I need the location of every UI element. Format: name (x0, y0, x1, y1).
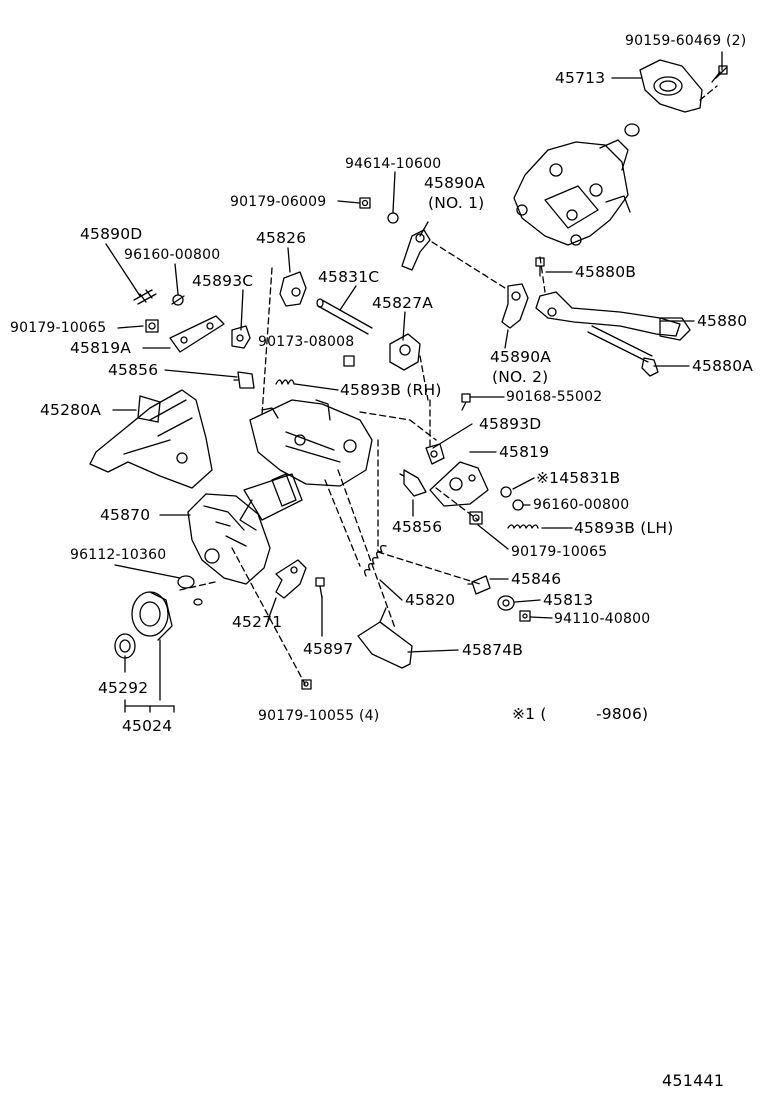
part-45820-spring (364, 544, 387, 577)
part-45880a-lever-rod (587, 325, 659, 377)
part-45826-stopper (279, 271, 307, 307)
label-45713: 45713 (555, 69, 606, 87)
part-94614-nut (387, 212, 399, 224)
label-96112-10360: 96112-10360 (70, 547, 167, 563)
label-45890a-no2-sub: (NO. 2) (492, 368, 549, 386)
part-45893b-rh-spring (275, 379, 295, 385)
label-45880a: 45880A (692, 357, 754, 375)
part-45819a-plate (169, 315, 225, 353)
label-45280a: 45280A (40, 401, 102, 419)
part-45846-pin (467, 575, 491, 595)
label-45819: 45819 (499, 443, 550, 461)
label-45870: 45870 (100, 506, 151, 524)
part-96112-ring (177, 575, 203, 606)
label-45893b-rh: 45893B (RH) (340, 381, 442, 399)
label-90179-06009: 90179-06009 (230, 194, 327, 210)
part-90168-bolt (461, 393, 471, 411)
label-45890a-no1: 45890A (424, 174, 486, 192)
label-45890a-no1-sub: (NO. 1) (428, 194, 485, 212)
label-45819a: 45819A (70, 339, 132, 357)
part-45713-cover (639, 59, 728, 113)
label-45813: 45813 (543, 591, 594, 609)
part-45890a-no1-lever (401, 229, 431, 271)
part-45880b-bolt (535, 257, 545, 277)
part-45813-bushing (497, 595, 515, 611)
part-washer (624, 123, 640, 137)
label-45893d: 45893D (479, 415, 542, 433)
part-90173-nut (343, 355, 355, 367)
part-45893c (231, 325, 251, 349)
part-45831c-shaft (316, 298, 373, 335)
part-90179-10055-bolt (301, 679, 312, 690)
label-90179-10065-a: 90179-10065 (10, 320, 107, 336)
part-45271-link (275, 559, 307, 599)
label-45890d: 45890D (80, 225, 143, 243)
label-45893c: 45893C (192, 272, 254, 290)
part-45024-bearing (131, 591, 173, 641)
label-94614-10600: 94614-10600 (345, 156, 442, 172)
footnote-range: -9806) (596, 705, 649, 723)
label-90159-60469: 90159-60469 (2) (625, 33, 747, 49)
label-94110-40800: 94110-40800 (554, 611, 651, 627)
label-45880: 45880 (697, 312, 748, 330)
phantom-lines (179, 85, 718, 685)
label-90173-08008: 90173-08008 (258, 334, 355, 350)
footnote-marker: ※1 ( (512, 705, 547, 723)
label-45856-a: 45856 (108, 361, 159, 379)
part-94110-nut (519, 610, 531, 622)
label-90168-55002: 90168-55002 (506, 389, 603, 405)
part-45856-sensor-a (233, 371, 255, 389)
part-45874b-plate (357, 607, 413, 669)
label-45271: 45271 (232, 613, 283, 631)
label-45831c: 45831C (318, 268, 380, 286)
part-45292-bushing (114, 633, 136, 659)
part-90179-10065-nut-a (145, 319, 159, 333)
label-45827a: 45827A (372, 294, 434, 312)
diagram-code: 451441 (662, 1071, 725, 1090)
label-45856-b: 45856 (392, 518, 443, 536)
label-45897: 45897 (303, 640, 354, 658)
label-45826: 45826 (256, 229, 307, 247)
part-45880-tilt-lever (535, 291, 691, 341)
part-45870-bracket (187, 493, 271, 585)
part-45831b (500, 486, 512, 498)
label-45846: 45846 (511, 570, 562, 588)
label-45292: 45292 (98, 679, 149, 697)
label-96160-00800-a: 96160-00800 (124, 247, 221, 263)
part-45280a-bracket (89, 389, 213, 489)
part-96160-clip-b (512, 499, 524, 511)
label-45893b-lh: 45893B (LH) (574, 519, 674, 537)
label-45880b: 45880B (575, 263, 637, 281)
part-45890a-no2-lever (501, 283, 529, 329)
part-96160-clip-a (171, 294, 185, 306)
part-45856-sensor-b (399, 469, 427, 497)
part-45897-bolt (315, 577, 325, 599)
label-90179-10065-b: 90179-10065 (511, 544, 608, 560)
label-45024: 45024 (122, 717, 173, 735)
part-45890d-pin (133, 289, 157, 305)
leader-lines (105, 51, 723, 713)
label-145831b: ※145831B (536, 469, 621, 487)
label-45874b: 45874B (462, 641, 524, 659)
part-90179-10065-nut-b (469, 511, 483, 525)
part-45819-plate (429, 461, 489, 507)
label-45820: 45820 (405, 591, 456, 609)
part-main-column-bracket (239, 399, 373, 531)
part-90179-06009-nut (359, 197, 371, 209)
part-45893b-lh-spring (507, 524, 539, 529)
part-45827a-bracket (389, 333, 421, 371)
label-90179-10055: 90179-10055 (4) (258, 708, 380, 724)
label-45890a-no2: 45890A (490, 348, 552, 366)
part-column-housing (513, 139, 631, 246)
part-45893d (425, 443, 445, 465)
label-96160-00800-b: 96160-00800 (533, 497, 630, 513)
